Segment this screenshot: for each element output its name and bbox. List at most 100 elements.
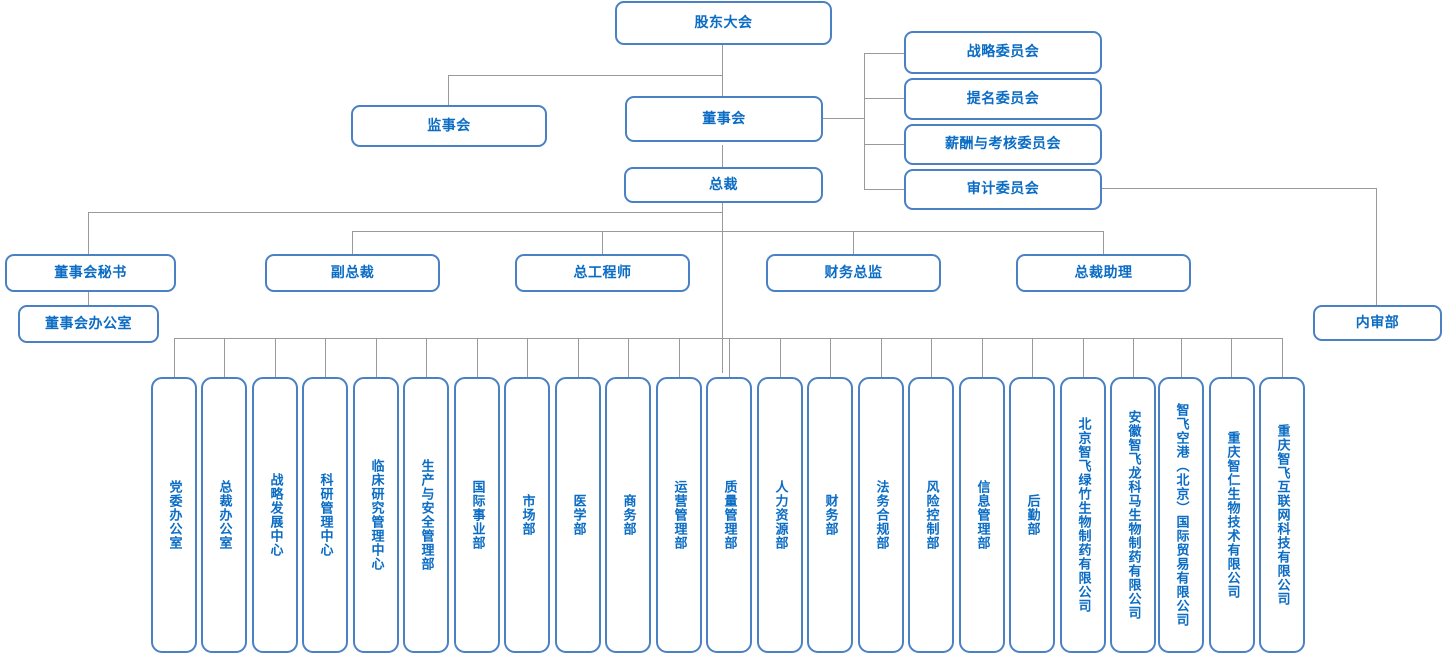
connector-dept-stem-16 (982, 338, 983, 378)
subsidiary-label: 智飞空港（北京）国际贸易有限公司 (1173, 403, 1189, 627)
connector-exec-board-secretary (88, 212, 89, 255)
connector-dept-stem-14 (881, 338, 882, 378)
department-label: 人力资源部 (772, 480, 788, 550)
department-label: 后勤部 (1024, 494, 1040, 536)
node-department-medical[interactable]: 医学部 (555, 377, 601, 653)
node-subsidiary-zhifei-konggang-beijing[interactable]: 智飞空港（北京）国际贸易有限公司 (1158, 377, 1204, 653)
connector-dept-stem-21 (1231, 338, 1232, 378)
node-department-production-safety-management[interactable]: 生产与安全管理部 (403, 377, 449, 653)
node-president[interactable]: 总裁 (624, 167, 823, 203)
connector-dept-stem-5 (426, 338, 427, 378)
connector-exec-assistant (1103, 231, 1104, 255)
node-department-human-resources[interactable]: 人力资源部 (757, 377, 803, 653)
connector-dept-stem-9 (628, 338, 629, 378)
connector-audit-to-internal-audit-v (1376, 188, 1377, 305)
department-label: 市场部 (519, 494, 535, 536)
connector-shareholders-to-board (722, 45, 723, 100)
node-supervisory-board[interactable]: 监事会 (351, 105, 547, 147)
connector-committee-4 (864, 189, 905, 190)
node-committee-audit[interactable]: 审计委员会 (904, 169, 1102, 210)
department-label: 运营管理部 (671, 480, 687, 550)
node-board-of-directors[interactable]: 董事会 (625, 96, 823, 142)
department-label: 战略发展中心 (267, 473, 283, 557)
node-department-information-management[interactable]: 信息管理部 (959, 377, 1005, 653)
connector-committee-1 (864, 53, 905, 54)
node-exec-chief-engineer[interactable]: 总工程师 (515, 254, 690, 292)
node-exec-cfo[interactable]: 财务总监 (766, 254, 941, 292)
subsidiary-label: 北京智飞绿竹生物制药有限公司 (1075, 417, 1091, 613)
connector-dept-stem-4 (376, 338, 377, 378)
connector-exec-upper-bar (88, 212, 723, 213)
connector-dept-stem-10 (679, 338, 680, 378)
department-label: 医学部 (570, 494, 586, 536)
department-label: 财务部 (822, 494, 838, 536)
node-department-marketing[interactable]: 市场部 (504, 377, 550, 653)
node-committee-nomination[interactable]: 提名委员会 (904, 78, 1102, 120)
connector-department-bar (174, 338, 1282, 339)
node-committee-remuneration[interactable]: 薪酬与考核委员会 (904, 124, 1102, 165)
node-committee-strategy[interactable]: 战略委员会 (904, 31, 1102, 74)
connector-secretary-to-office (88, 291, 89, 306)
connector-dept-stem-6 (477, 338, 478, 378)
connector-dept-stem-2 (275, 338, 276, 378)
node-subsidiary-chongqing-zhiren[interactable]: 重庆智仁生物技术有限公司 (1209, 377, 1255, 653)
node-department-risk-control[interactable]: 风险控制部 (908, 377, 954, 653)
connector-exec-lower-bar (352, 231, 1104, 232)
node-department-clinical-research-management-center[interactable]: 临床研究管理中心 (353, 377, 399, 653)
node-department-legal-compliance[interactable]: 法务合规部 (858, 377, 904, 653)
node-exec-board-secretary[interactable]: 董事会秘书 (5, 254, 176, 292)
department-label: 国际事业部 (469, 480, 485, 550)
department-label: 质量管理部 (721, 480, 737, 550)
connector-dept-stem-7 (527, 338, 528, 378)
node-department-strategic-development-center[interactable]: 战略发展中心 (252, 377, 298, 653)
node-department-quality-management[interactable]: 质量管理部 (706, 377, 752, 653)
node-internal-audit[interactable]: 内审部 (1313, 305, 1442, 341)
node-subsidiary-beijing-lvzhu[interactable]: 北京智飞绿竹生物制药有限公司 (1060, 377, 1106, 653)
node-department-president-office[interactable]: 总裁办公室 (201, 377, 247, 653)
subsidiary-label: 重庆智仁生物技术有限公司 (1224, 431, 1240, 599)
node-exec-president-assistant[interactable]: 总裁助理 (1016, 254, 1191, 292)
connector-committee-3 (864, 144, 905, 145)
node-department-business-affairs[interactable]: 商务部 (605, 377, 651, 653)
connector-dept-stem-11 (729, 338, 730, 378)
node-board-office[interactable]: 董事会办公室 (18, 305, 159, 343)
department-label: 党委办公室 (166, 480, 182, 550)
connector-dept-stem-13 (830, 338, 831, 378)
connector-exec-chief-engineer (602, 231, 603, 255)
node-department-research-management-center[interactable]: 科研管理中心 (302, 377, 348, 653)
connector-dept-stem-12 (780, 338, 781, 378)
connector-president-spine (722, 203, 723, 373)
department-label: 商务部 (620, 494, 636, 536)
connector-audit-to-internal-audit-h (1102, 188, 1377, 189)
connector-board-to-committee-trunk (823, 118, 865, 119)
connector-dept-stem-1 (224, 338, 225, 378)
node-department-logistics[interactable]: 后勤部 (1009, 377, 1055, 653)
connector-dept-stem-22 (1282, 338, 1283, 378)
node-subsidiary-anhui-longcoma[interactable]: 安徽智飞龙科马生物制药有限公司 (1110, 377, 1156, 653)
department-label: 总裁办公室 (216, 480, 232, 550)
connector-committee-2 (864, 98, 905, 99)
node-exec-vice-president[interactable]: 副总裁 (265, 254, 440, 292)
subsidiary-label: 安徽智飞龙科马生物制药有限公司 (1125, 410, 1141, 620)
department-label: 风险控制部 (923, 480, 939, 550)
connector-dept-stem-18 (1083, 338, 1084, 378)
node-subsidiary-chongqing-internet-tech[interactable]: 重庆智飞互联网科技有限公司 (1259, 377, 1305, 653)
connector-dept-stem-19 (1133, 338, 1134, 378)
department-label: 临床研究管理中心 (368, 459, 384, 571)
node-department-party-committee-office[interactable]: 党委办公室 (151, 377, 197, 653)
node-department-finance[interactable]: 财务部 (807, 377, 853, 653)
connector-dept-stem-0 (174, 338, 175, 378)
connector-supervisory-horizontal (448, 75, 723, 76)
node-department-international-business[interactable]: 国际事业部 (454, 377, 500, 653)
connector-dept-stem-3 (325, 338, 326, 378)
connector-dept-stem-20 (1181, 338, 1182, 378)
connector-exec-vice-president (352, 231, 353, 255)
subsidiary-label: 重庆智飞互联网科技有限公司 (1274, 424, 1290, 606)
node-department-operations-management[interactable]: 运营管理部 (656, 377, 702, 653)
connector-dept-stem-17 (1032, 338, 1033, 378)
department-label: 生产与安全管理部 (418, 459, 434, 571)
connector-dept-stem-15 (931, 338, 932, 378)
node-shareholders-meeting[interactable]: 股东大会 (615, 1, 832, 45)
connector-exec-cfo (853, 231, 854, 255)
